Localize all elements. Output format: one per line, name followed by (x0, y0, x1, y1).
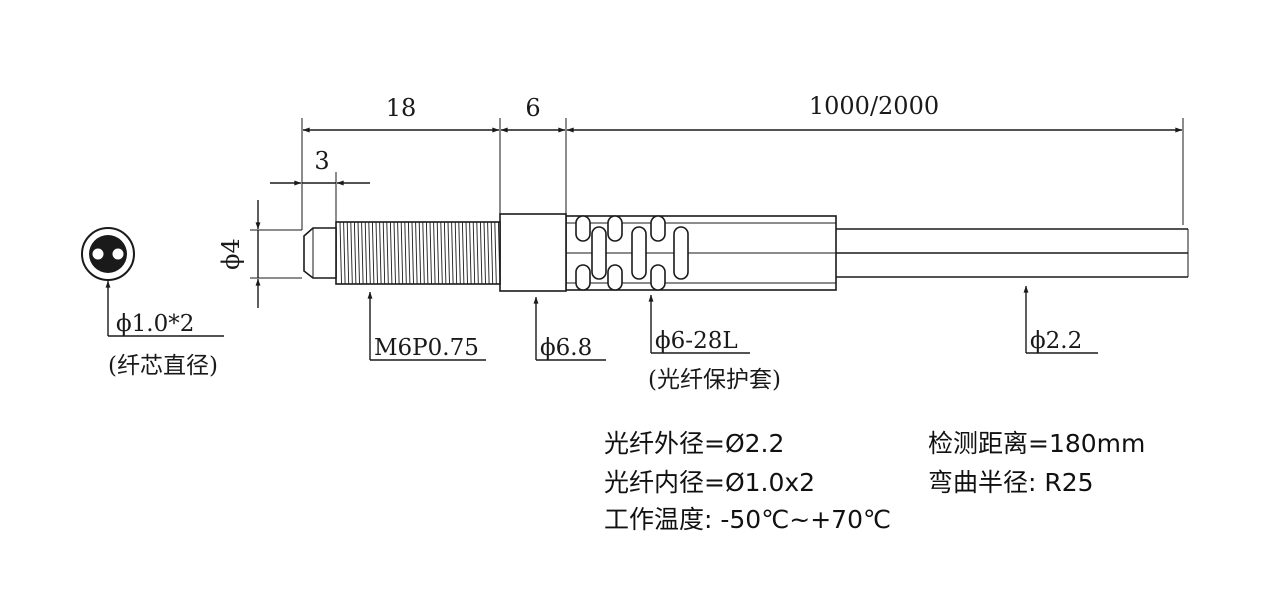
dim-tip-length-label: 3 (314, 147, 329, 175)
thread-line (469, 221, 472, 285)
thread-line (339, 221, 342, 285)
thread-line (465, 221, 468, 285)
thread-line (422, 221, 425, 285)
thread-line (415, 221, 418, 285)
thread-line (433, 221, 436, 285)
thread-line (364, 221, 368, 285)
sleeve-label: ϕ6-28L (655, 328, 738, 354)
spec-detect-distance: 检测距离=180mm (928, 429, 1145, 458)
thread-line (436, 221, 440, 285)
thread-line (371, 221, 375, 285)
thread-line (368, 221, 371, 285)
thread-label: M6P0.75 (374, 335, 479, 361)
spec-bend-radius: 弯曲半径: R25 (928, 468, 1094, 497)
thread-line (389, 221, 393, 285)
cable-diameter-label: ϕ2.2 (1030, 328, 1082, 354)
thread-line (447, 221, 450, 285)
dim-cable-length-label: 1000/2000 (809, 92, 939, 120)
thread-line (490, 221, 494, 285)
probe-tip (303, 227, 337, 279)
nut-diameter-label: ϕ6.8 (540, 335, 592, 361)
sleeve-note: (光纤保护套) (648, 367, 781, 393)
thread-line (429, 221, 432, 285)
thread-line (375, 221, 378, 285)
thread-line (454, 221, 458, 285)
thread-line (404, 221, 407, 285)
thread-line (350, 221, 353, 285)
thread-line (418, 221, 422, 285)
thread-line (461, 221, 465, 285)
thread-line (386, 221, 389, 285)
fiber-core-left (92, 248, 104, 260)
thread-line (472, 221, 476, 285)
fiber-core-label: ϕ1.0*2 (116, 311, 194, 337)
thread-line (483, 221, 486, 285)
thread-line (497, 221, 501, 285)
thread-line (353, 221, 357, 285)
thread-line (346, 221, 350, 285)
thread-line (379, 221, 382, 285)
thread-line (479, 221, 483, 285)
thread-line (393, 221, 396, 285)
dim-18-label: 18 (386, 94, 417, 122)
thread-line (382, 221, 386, 285)
spec-temperature: 工作温度: -50℃~+70℃ (604, 505, 891, 534)
thread-line (357, 221, 360, 285)
thread-line (443, 221, 447, 285)
thread-line (411, 221, 414, 285)
fiber-end-view (81, 227, 135, 281)
spec-outer-diameter: 光纤外径=Ø2.2 (604, 429, 784, 458)
thread-line (494, 221, 497, 285)
thread-line (397, 221, 400, 285)
dim-tip-diameter-label: ϕ4 (217, 238, 245, 270)
fiber-core-right (112, 248, 124, 260)
thread-line (400, 221, 404, 285)
spec-inner-diameter: 光纤内径=Ø1.0x2 (604, 468, 815, 497)
fiber-cable (836, 228, 1189, 278)
thread-line (487, 221, 490, 285)
fiber-core-note: (纤芯直径) (108, 353, 218, 379)
threaded-body (335, 221, 501, 285)
thread-line (361, 221, 364, 285)
thread-line (451, 221, 454, 285)
thread-line (343, 221, 346, 285)
thread-line (425, 221, 429, 285)
protective-sleeve (565, 215, 837, 291)
dim-6-label: 6 (525, 94, 540, 122)
hex-nut (499, 213, 567, 292)
leader-lines (105, 280, 1098, 361)
dimension-lines (255, 127, 1183, 308)
thread-line (476, 221, 479, 285)
thread-line (407, 221, 411, 285)
thread-line (458, 221, 461, 285)
thread-line (440, 221, 443, 285)
